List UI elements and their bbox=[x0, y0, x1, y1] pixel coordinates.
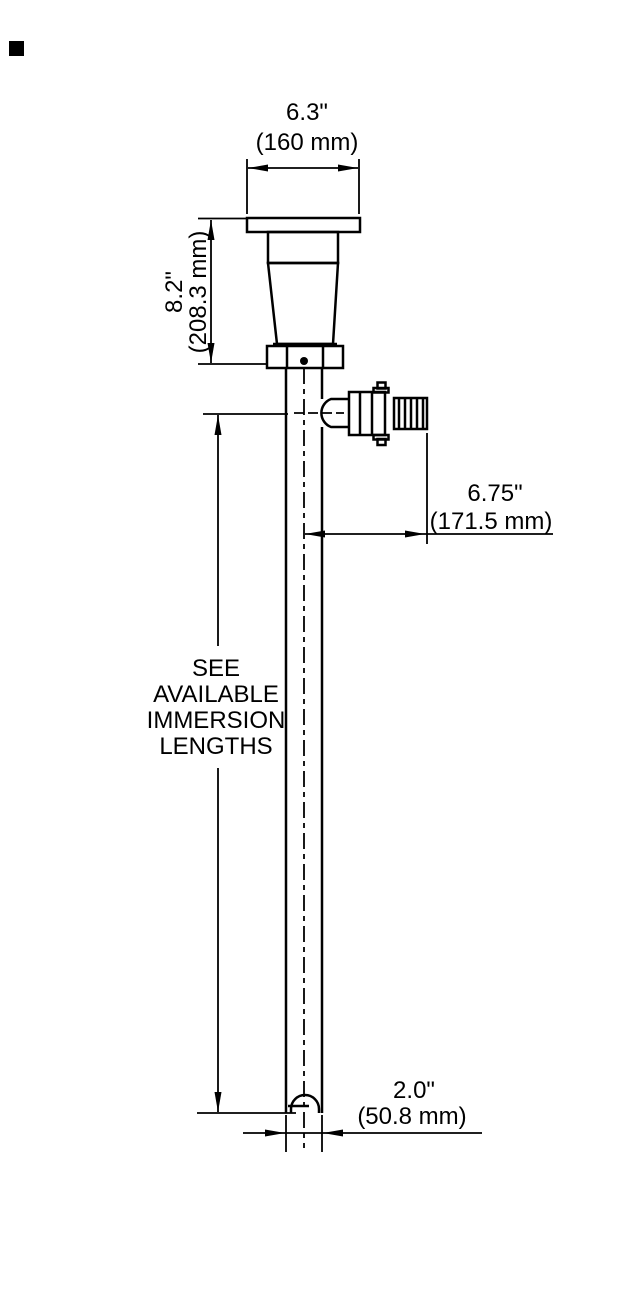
arrowhead-bottom bbox=[207, 343, 215, 363]
dim-immersion-length: SEE AVAILABLE IMMERSION LENGTHS bbox=[147, 413, 288, 1112]
dim-label-inches: 6.75" bbox=[467, 480, 522, 507]
dim-label-metric: (50.8 mm) bbox=[357, 1103, 466, 1130]
immersion-note-line-2: AVAILABLE bbox=[153, 681, 279, 708]
cam-lug-top-stem bbox=[376, 381, 387, 390]
arrowhead-left bbox=[248, 164, 268, 172]
hex-collar bbox=[265, 344, 345, 370]
motor-neck bbox=[266, 230, 340, 265]
immersion-note-line-4: LENGTHS bbox=[159, 733, 272, 760]
corner-artifact-mark bbox=[9, 41, 24, 56]
arrowhead-right bbox=[323, 1129, 343, 1137]
arrowhead-right bbox=[405, 530, 425, 538]
outlet-elbow bbox=[320, 397, 349, 429]
immersion-note-line-1: SEE bbox=[192, 655, 240, 682]
pump-body bbox=[245, 216, 429, 1148]
immersion-note-line-3: IMMERSION bbox=[147, 707, 286, 734]
foot-arch bbox=[289, 1093, 321, 1113]
arrowhead-left bbox=[305, 530, 325, 538]
cam-lug-bottom-stem bbox=[376, 437, 387, 447]
dim-label-metric: (208.3 mm) bbox=[185, 231, 212, 354]
dim-label-inches: 6.3" bbox=[286, 99, 328, 126]
arrowhead-bottom bbox=[214, 1092, 222, 1112]
cam-coupling bbox=[347, 390, 387, 437]
dim-label-metric: (171.5 mm) bbox=[430, 508, 553, 535]
collar-dot bbox=[300, 357, 308, 365]
dim-flange-width: 6.3" (160 mm) bbox=[246, 99, 360, 214]
dim-label-inches: 2.0" bbox=[393, 1077, 435, 1104]
arrowhead-top bbox=[214, 415, 222, 435]
dim-outlet-reach: 6.75" (171.5 mm) bbox=[305, 433, 553, 544]
dim-tube-diameter: 2.0" (50.8 mm) bbox=[197, 1077, 482, 1152]
arrowhead-top bbox=[207, 220, 215, 240]
arrowhead-right bbox=[338, 164, 358, 172]
dim-label-metric: (160 mm) bbox=[256, 129, 359, 156]
dim-head-height: 8.2" (208.3 mm) bbox=[161, 217, 268, 365]
arrowhead-left bbox=[265, 1129, 285, 1137]
taper-housing bbox=[266, 261, 340, 346]
flange bbox=[245, 216, 362, 234]
dim-label-inches: 8.2" bbox=[161, 271, 188, 313]
